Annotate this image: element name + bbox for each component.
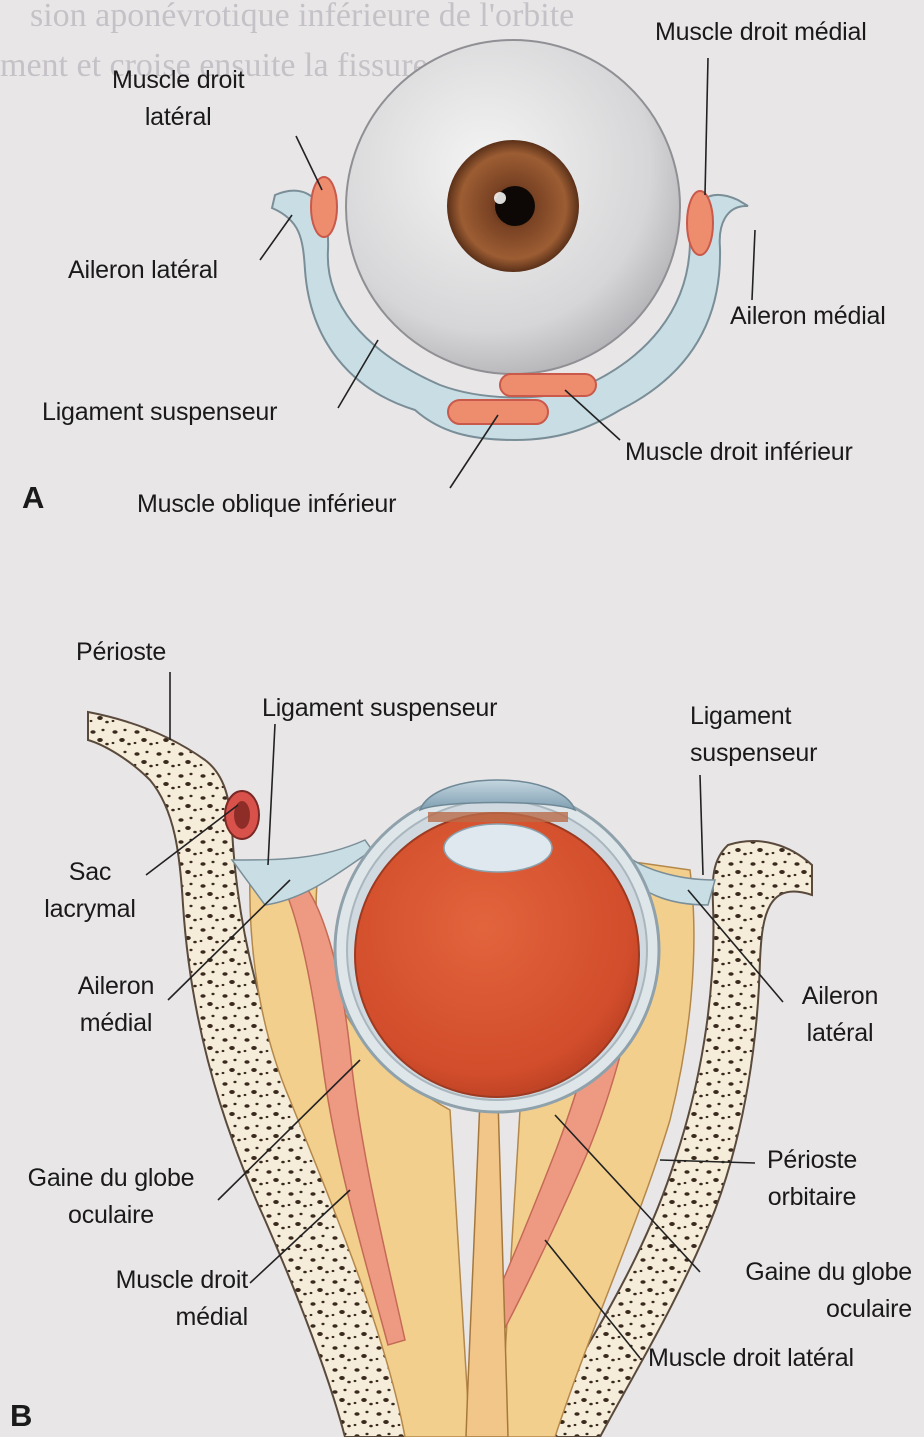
lens [444, 824, 552, 872]
iris-b [428, 812, 568, 822]
panel-letter-a: A [22, 480, 44, 516]
label-perioste: Périoste [76, 634, 166, 671]
inferior-oblique-muscle [448, 400, 548, 424]
label-gaine-globe-right: Gaine du globe oculaire [700, 1254, 912, 1328]
panel-a-illustration [260, 40, 755, 488]
inferior-rectus-muscle [500, 374, 596, 396]
label-muscle-oblique-inferieur: Muscle oblique inférieur [137, 486, 396, 523]
label-muscle-droit-medial-b: Muscle droit médial [68, 1262, 248, 1336]
label-gaine-globe-left: Gaine du globe oculaire [8, 1160, 214, 1234]
label-aileron-medial: Aileron médial [730, 298, 886, 335]
label-muscle-droit-medial: Muscle droit médial [655, 14, 867, 51]
panel-letter-b: B [10, 1398, 32, 1434]
label-aileron-medial-b: Aileron médial [60, 968, 172, 1042]
label-aileron-lateral: Aileron latéral [68, 252, 218, 289]
optic-nerve [466, 1100, 508, 1437]
label-aileron-lateral-b: Aileron latéral [786, 978, 894, 1052]
label-muscle-droit-inferieur: Muscle droit inférieur [625, 434, 853, 471]
label-ligament-suspenseur-right: Ligament suspenseur [690, 698, 817, 772]
lateral-rectus-muscle [311, 177, 337, 237]
medial-rectus-muscle [687, 191, 713, 255]
label-ligament-suspenseur-top: Ligament suspenseur [262, 690, 497, 727]
label-muscle-droit-lateral-b: Muscle droit latéral [648, 1340, 854, 1377]
label-ligament-suspenseur-a: Ligament suspenseur [42, 394, 277, 431]
pupil [495, 186, 535, 226]
label-muscle-droit-lateral: Muscle droit latéral [112, 62, 244, 136]
label-sac-lacrymal: Sac lacrymal [24, 854, 156, 928]
label-perioste-orbitaire: Périoste orbitaire [752, 1142, 872, 1216]
